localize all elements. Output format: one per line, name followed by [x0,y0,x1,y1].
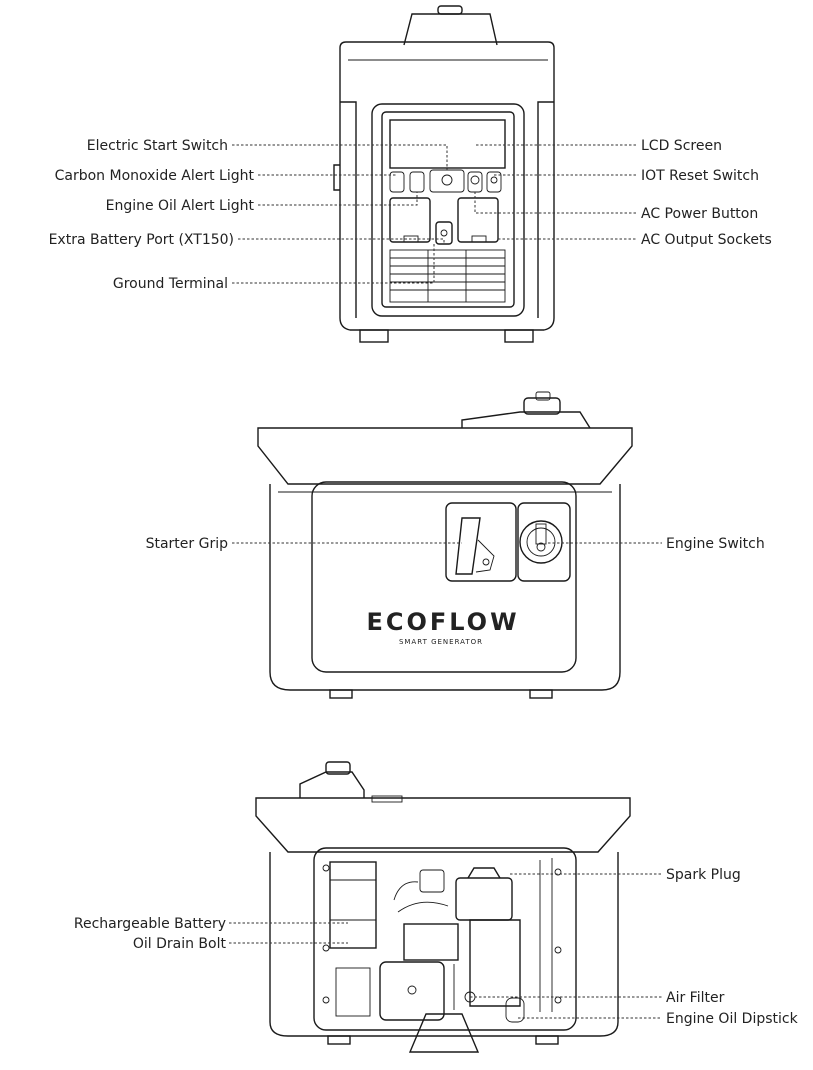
callout-engine-oil-dipstick: Engine Oil Dipstick [666,1011,799,1027]
front-view-drawing [333,5,555,343]
callout-iot-reset-switch: IOT Reset Switch [641,168,759,184]
callout-oil-drain-bolt: Oil Drain Bolt [133,936,227,952]
open-view-internals [322,858,562,1023]
callout-air-filter: Air Filter [666,990,725,1006]
callout-starter-grip: Starter Grip [146,536,229,552]
front-view-leaders [232,144,636,284]
callout-spark-plug: Spark Plug [666,867,741,883]
side-view-drawing: ECOFLOW SMART GENERATOR [257,391,633,699]
open-view-leaders [229,873,662,1019]
callout-lcd-screen: LCD Screen [641,138,722,154]
front-view-labels-left: Electric Start Switch Carbon Monoxide Al… [49,138,255,292]
callout-ground-terminal: Ground Terminal [113,276,228,292]
callout-extra-battery-port: Extra Battery Port (XT150) [49,232,234,248]
callout-electric-start-switch: Electric Start Switch [87,138,228,154]
callout-engine-switch: Engine Switch [666,536,765,552]
ecoflow-logo-subtitle: SMART GENERATOR [399,638,483,646]
callout-ac-power-button: AC Power Button [641,206,758,222]
callout-ac-output-sockets: AC Output Sockets [641,232,772,248]
front-view-labels-right: LCD Screen IOT Reset Switch AC Power But… [641,138,772,248]
front-vents [389,249,506,303]
ecoflow-logo-wordmark: ECOFLOW [366,608,519,636]
callout-engine-oil-alert-light: Engine Oil Alert Light [106,198,255,214]
front-button-row [389,169,502,193]
open-view-drawing [255,761,631,1053]
callout-rechargeable-battery: Rechargeable Battery [74,916,226,932]
callout-co-alert-light: Carbon Monoxide Alert Light [55,168,255,184]
